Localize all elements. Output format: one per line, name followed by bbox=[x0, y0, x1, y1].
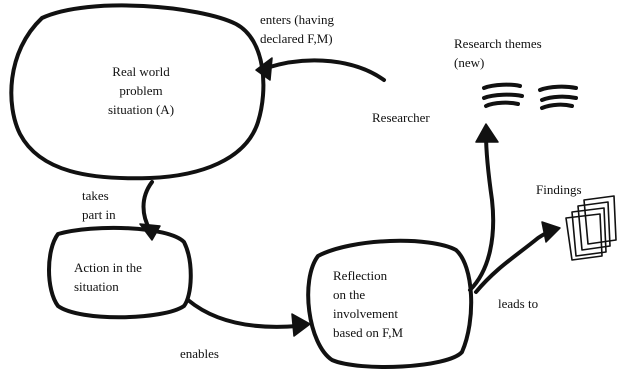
action-label-line-2: situation bbox=[74, 279, 119, 294]
findings-arrowhead bbox=[541, 221, 561, 243]
enters-edge-label: enters (having declared F,M) bbox=[260, 10, 334, 48]
reflection-label-line-3: involvement bbox=[333, 306, 398, 321]
reflection-label: Reflection on the involvement based on F… bbox=[333, 266, 403, 342]
takes-part-in-arrow-line bbox=[141, 180, 154, 232]
enters-arrowhead bbox=[255, 57, 273, 81]
enters-label-line-2: declared F,M) bbox=[260, 31, 333, 46]
findings-label: Findings bbox=[536, 182, 582, 197]
reflection-shape bbox=[306, 238, 474, 369]
real-world-situation-label: Real world problem situation (A) bbox=[86, 62, 196, 119]
enables-arrowhead bbox=[291, 313, 311, 337]
real-world-label-line-2: problem bbox=[119, 83, 163, 98]
research-themes-arrow-line bbox=[468, 132, 496, 292]
enables-edge-label: enables bbox=[180, 346, 219, 361]
enters-label-line-1: enters (having bbox=[260, 12, 335, 27]
reflection-label-line-2: on the bbox=[333, 287, 366, 302]
researcher-label: Researcher bbox=[372, 110, 430, 125]
reflection-label-line-1: Reflection bbox=[333, 268, 388, 283]
takes-part-in-label-line-2: part in bbox=[82, 207, 116, 222]
real-world-situation-shape bbox=[9, 3, 266, 181]
action-label-line-1: Action in the bbox=[74, 260, 142, 275]
research-themes-label: Research themes (new) bbox=[454, 34, 542, 72]
research-themes-label-line-2: (new) bbox=[454, 55, 485, 70]
reflection-label-line-4: based on F,M bbox=[333, 325, 404, 340]
enables-arrow-line bbox=[186, 298, 300, 329]
takes-part-in-arrowhead bbox=[139, 223, 161, 241]
takes-part-in-label-line-1: takes bbox=[82, 188, 109, 203]
research-themes-arrowhead bbox=[475, 123, 499, 143]
real-world-label-line-3: situation (A) bbox=[107, 102, 175, 117]
action-label: Action in the situation bbox=[74, 258, 142, 296]
research-themes-label-line-1: Research themes bbox=[454, 36, 542, 51]
real-world-label-line-1: Real world bbox=[112, 64, 170, 79]
leads-to-edge-label: leads to bbox=[498, 296, 539, 311]
findings-documents-icon bbox=[565, 195, 617, 261]
takes-part-in-edge-label: takes part in bbox=[82, 186, 116, 224]
enters-arrow-line bbox=[264, 58, 386, 82]
research-themes-scribble-icon bbox=[482, 82, 578, 110]
